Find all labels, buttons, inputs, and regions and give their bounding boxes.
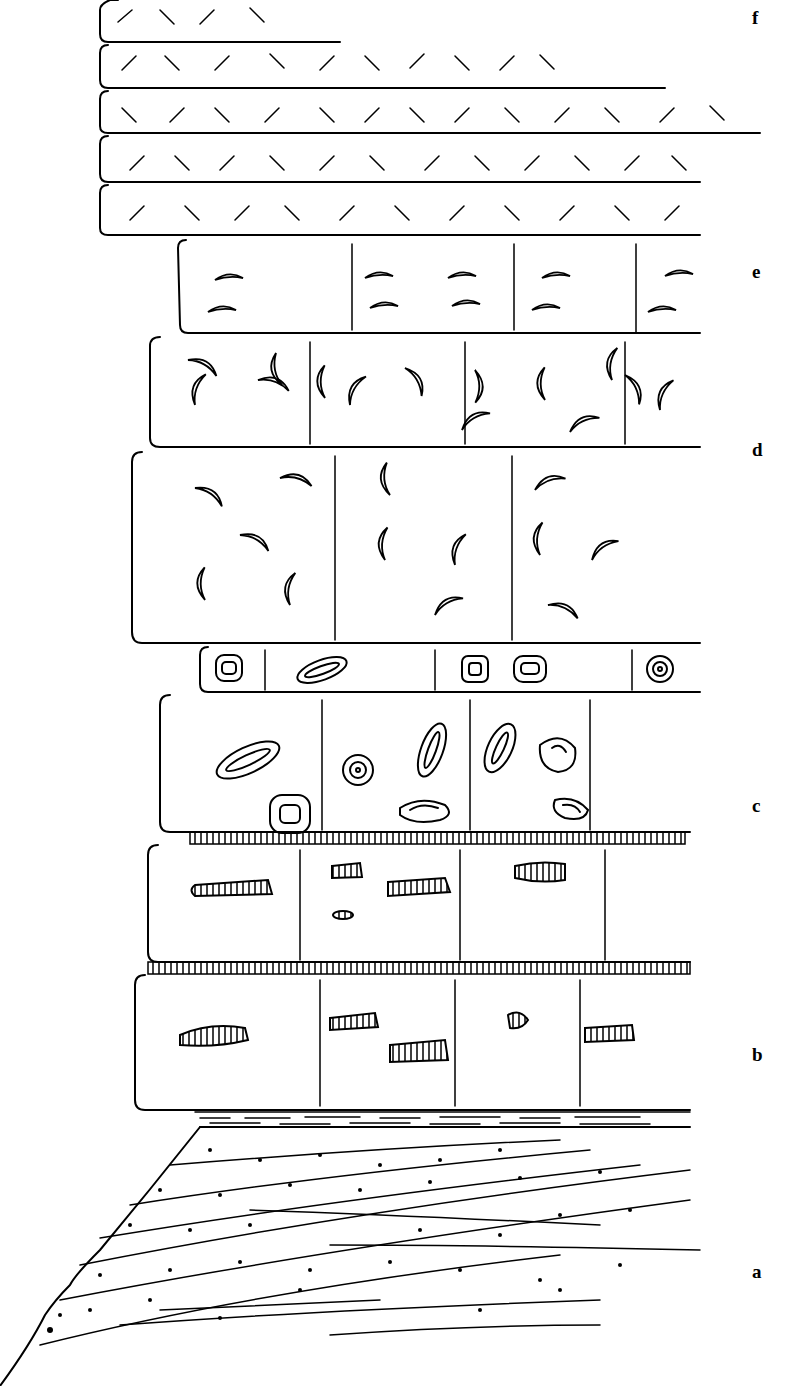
bed-label: d (752, 440, 763, 459)
bed-label: e (752, 262, 760, 281)
bed-d (132, 337, 700, 643)
bed-label: c (752, 796, 760, 815)
bed-f (100, 0, 760, 235)
sandy-parting (195, 1112, 690, 1124)
bed-a (0, 1127, 700, 1386)
bed-label: b (752, 1045, 763, 1064)
bed-e (178, 240, 700, 333)
bed-label: f (752, 8, 758, 27)
bed-c (160, 647, 700, 844)
bed-label: a (752, 1262, 762, 1281)
bed-b (135, 845, 690, 1110)
